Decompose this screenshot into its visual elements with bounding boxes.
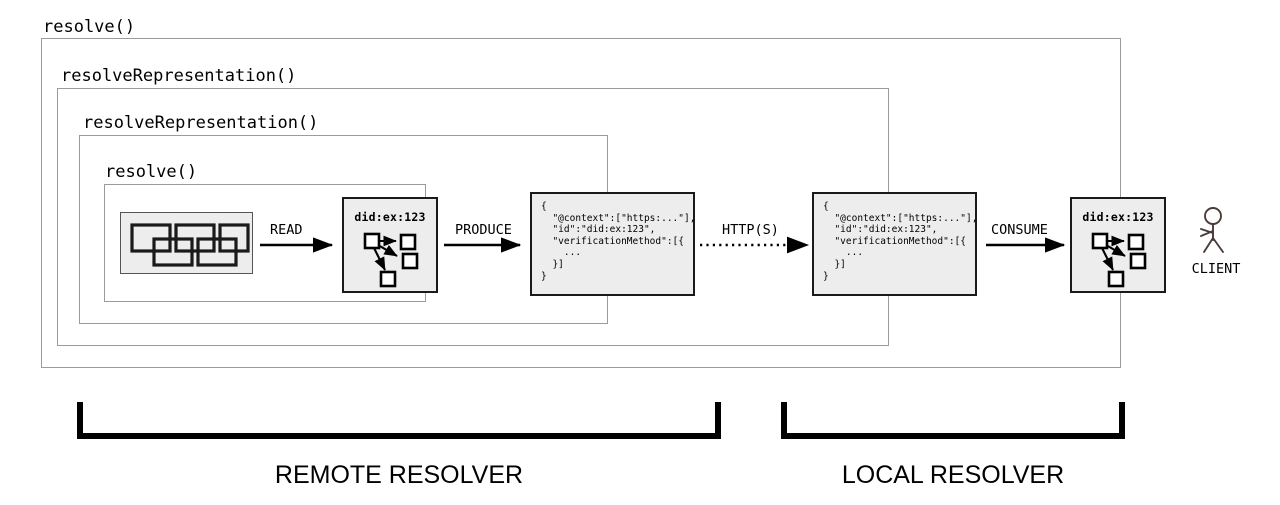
- edge-https-arrow: [700, 236, 810, 254]
- json-document-text-produced: { "@context":["https:..."], "id":"did:ex…: [541, 201, 696, 282]
- scope-label-resolve-representation-outer: resolveRepresentation(): [61, 66, 297, 86]
- scope-label-resolve-representation-inner: resolveRepresentation(): [83, 113, 319, 133]
- did-document-source-label: did:ex:123: [354, 210, 426, 224]
- edge-label-produce: PRODUCE: [455, 222, 512, 238]
- did-representation-produced-node: { "@context":["https:..."], "id":"did:ex…: [530, 192, 695, 296]
- did-graph-icon: [363, 232, 419, 288]
- bracket-label-remote-resolver: REMOTE RESOLVER: [274, 461, 524, 489]
- bracket-label-local-resolver: LOCAL RESOLVER: [841, 461, 1065, 489]
- client-actor-icon: [1200, 207, 1224, 253]
- did-representation-received-node: { "@context":["https:..."], "id":"did:ex…: [812, 192, 977, 296]
- did-graph-icon: [1091, 232, 1147, 288]
- scope-label-resolve-inner: resolve(): [105, 162, 198, 182]
- did-document-consumed-label: did:ex:123: [1082, 210, 1154, 224]
- edge-produce-arrow: [444, 237, 522, 253]
- edge-label-read: READ: [270, 222, 303, 238]
- blockchain-icon: [130, 223, 250, 267]
- bracket-local-resolver: [781, 402, 1125, 439]
- edge-consume-arrow: [986, 237, 1066, 253]
- edge-label-consume: CONSUME: [991, 222, 1048, 238]
- did-document-source-node: did:ex:123: [342, 197, 438, 293]
- edge-label-https: HTTP(S): [722, 222, 779, 238]
- json-document-text-received: { "@context":["https:..."], "id":"did:ex…: [823, 201, 978, 282]
- edge-read-arrow: [260, 237, 334, 253]
- client-actor-label: CLIENT: [1191, 261, 1241, 277]
- did-document-consumed-node: did:ex:123: [1070, 197, 1166, 293]
- scope-label-resolve-outer: resolve(): [43, 17, 136, 37]
- bracket-remote-resolver: [77, 402, 721, 439]
- verifiable-data-registry-node: [120, 212, 253, 274]
